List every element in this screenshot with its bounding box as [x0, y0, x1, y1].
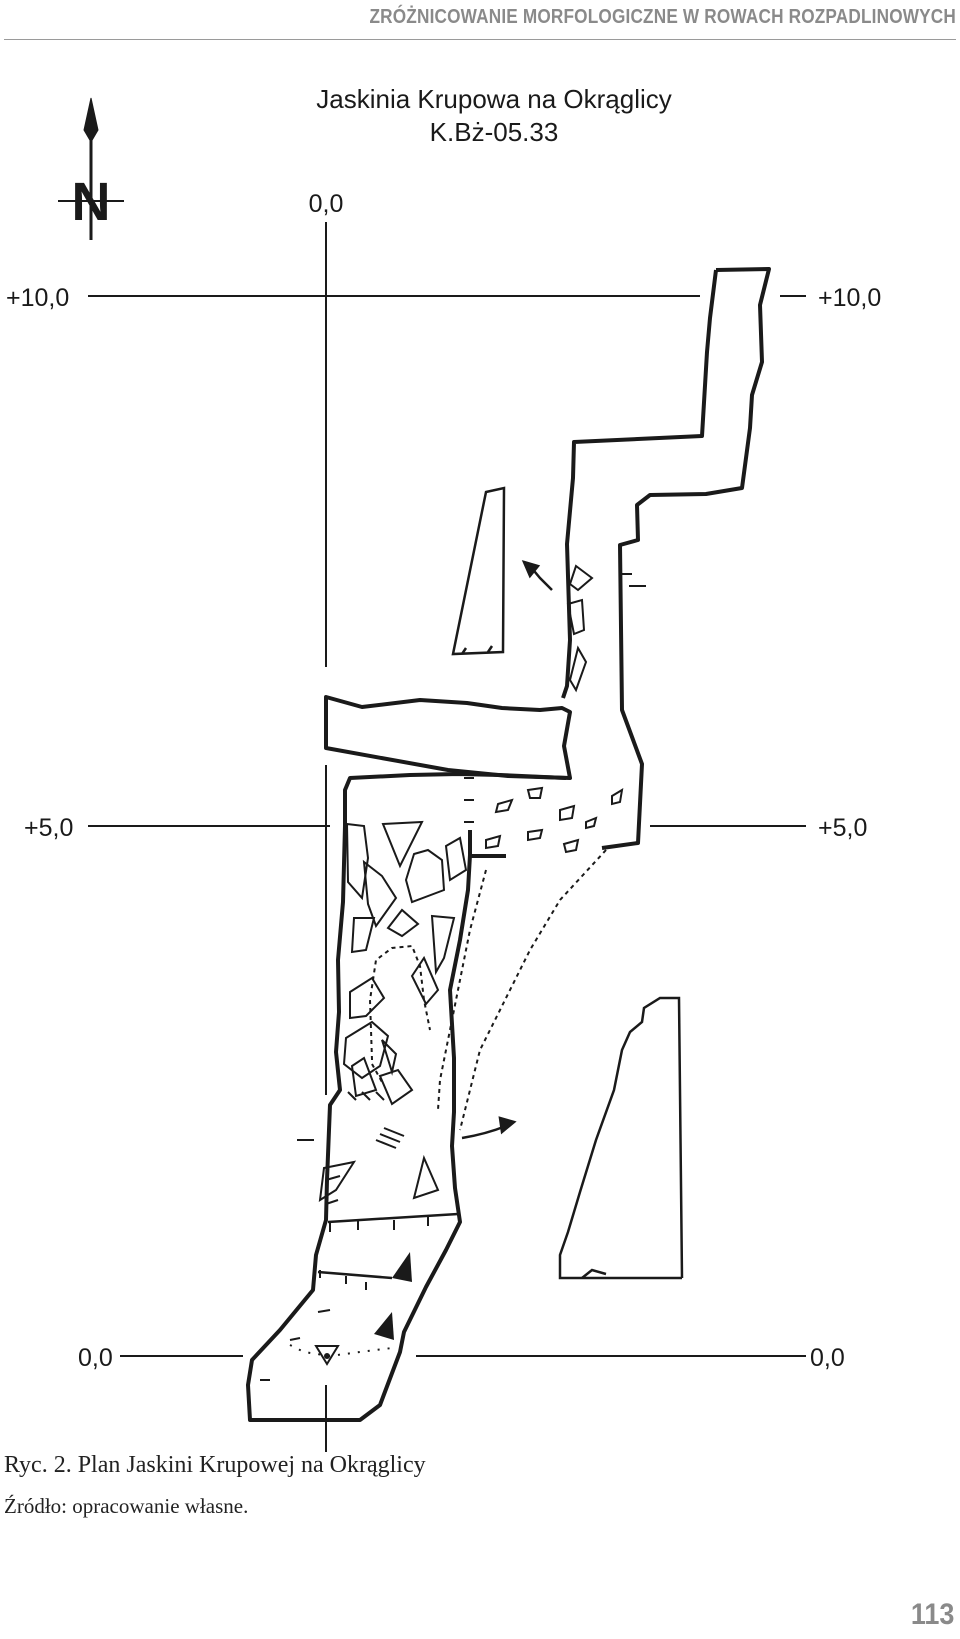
figure-title: Jaskinia Krupowa na Okrąglicy [316, 84, 672, 114]
rock-fragment-upper [451, 486, 506, 656]
figure-code: K.Bż-05.33 [430, 117, 559, 147]
shaft-triangle-icon [374, 1252, 412, 1340]
grid-lines [88, 222, 806, 1452]
cave-outline [246, 267, 771, 1422]
boulders [318, 564, 624, 1202]
grid-label-left-10: +10,0 [6, 284, 69, 312]
figure-source: Źródło: opracowanie własne. [4, 1494, 249, 1518]
north-arrow-icon [58, 97, 124, 240]
header-rule [4, 39, 956, 40]
dotted-lines [289, 849, 607, 1358]
grid-label-left-0: 0,0 [78, 1344, 113, 1372]
grid-label-top: 0,0 [309, 190, 344, 218]
slope-ticks [260, 573, 632, 1381]
grid-label-right-5: +5,0 [818, 814, 867, 842]
figure-caption: Ryc. 2. Plan Jaskini Krupowej na Okrągli… [4, 1452, 426, 1478]
entrance-marker-icon [314, 1345, 340, 1366]
passage-arrow-icon [521, 560, 553, 591]
grid-label-left-5: +5,0 [24, 814, 73, 842]
passage-arrow-icon-2 [461, 1116, 517, 1140]
page-number: 113 [910, 1598, 954, 1631]
north-label: N [72, 172, 111, 232]
rock-fragment-lower [558, 996, 684, 1280]
grid-label-right-0: 0,0 [810, 1344, 845, 1372]
grid-label-right-10: +10,0 [818, 284, 881, 312]
running-header: ZRÓŻNICOWANIE MORFOLOGICZNE W ROWACH ROZ… [369, 6, 956, 28]
floor-lines [317, 1212, 459, 1280]
